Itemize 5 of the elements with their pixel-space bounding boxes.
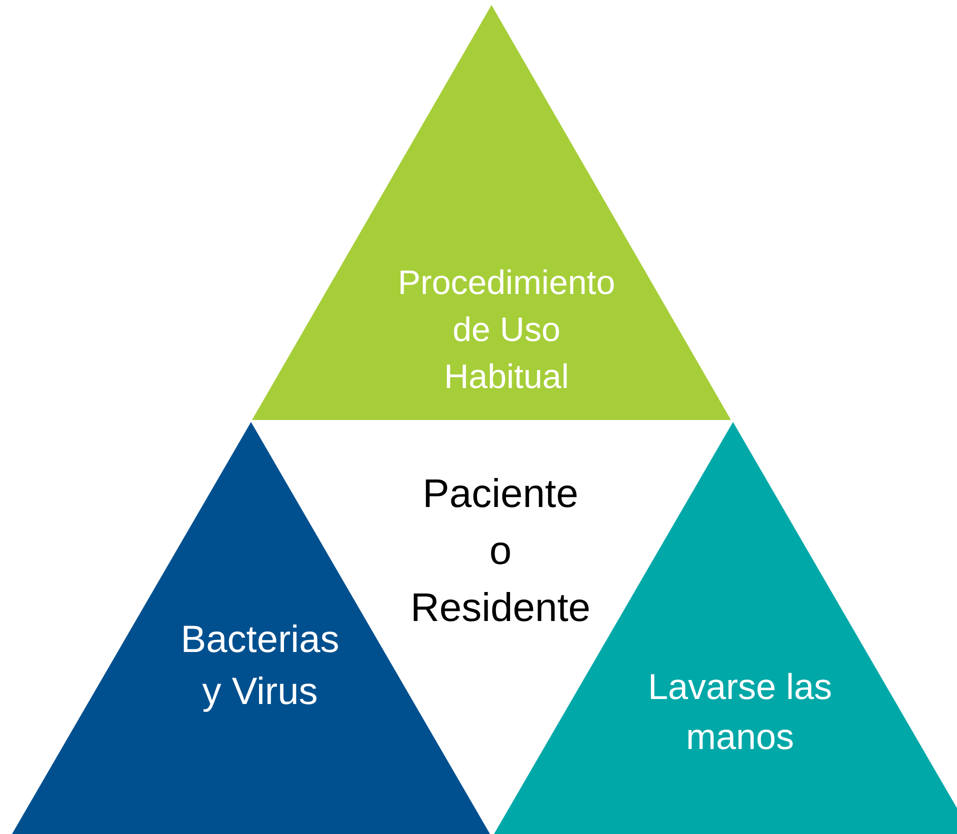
triangle-segment [252,5,731,420]
segment-text: Bacterias y Virus [180,618,340,716]
center-text: Paciente o Residente [409,471,592,632]
segment-text: Lavarse las manos [646,665,834,759]
segment-text: Procedimiento de Uso Habitual [396,263,616,398]
